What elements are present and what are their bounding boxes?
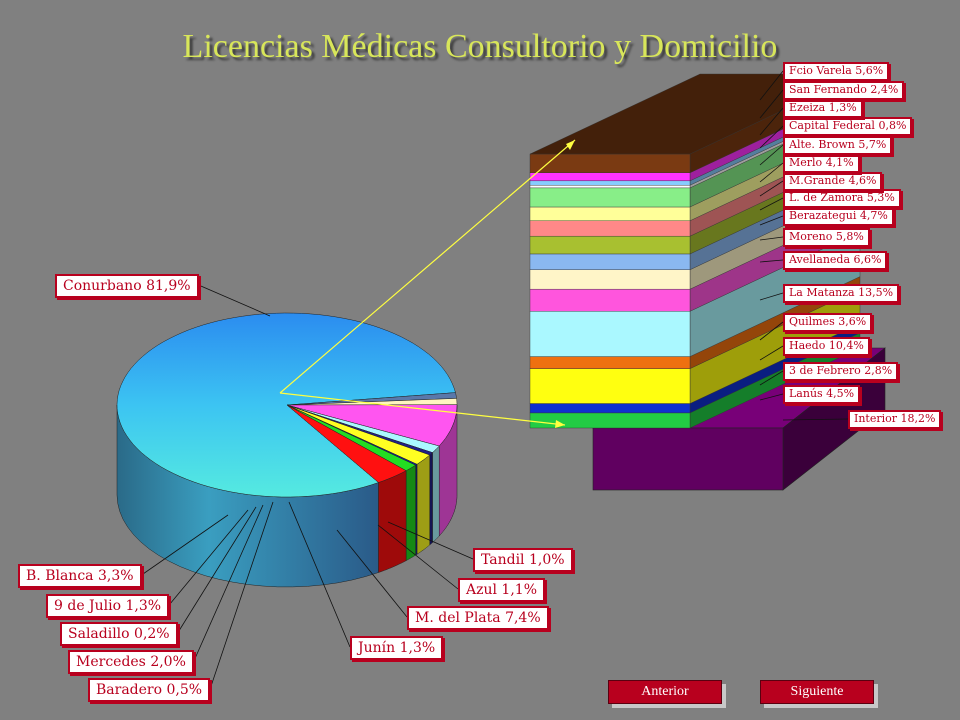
stack-segment-leader-line bbox=[759, 107, 784, 136]
stack-segment-leader-line bbox=[759, 215, 784, 226]
stack-segment-leader-line bbox=[759, 162, 784, 183]
stack-segment bbox=[529, 235, 691, 255]
stack-segment bbox=[529, 356, 691, 369]
pie-slice-leader-line bbox=[209, 501, 274, 690]
stack-segment bbox=[529, 172, 691, 182]
stack-segment-label: Merlo 4,1% bbox=[783, 154, 860, 173]
stack-segment-leader-line bbox=[759, 144, 784, 166]
pie-slice-label: Mercedes 2,0% bbox=[68, 650, 194, 675]
pie-slice-label: B. Blanca 3,3% bbox=[18, 564, 142, 589]
stack-segment-label: Berazategui 4,7% bbox=[783, 207, 894, 226]
stack-segment bbox=[529, 269, 691, 290]
pie-slice-leader-line bbox=[168, 509, 249, 606]
stack-segment-leader-line bbox=[759, 125, 784, 149]
pie-slice-label: Conurbano 81,9% bbox=[55, 274, 199, 299]
connector-line-bottom bbox=[279, 392, 566, 426]
stack-segment bbox=[529, 184, 691, 189]
leader-lines bbox=[141, 70, 849, 690]
stack-segment-label: Haedo 10,4% bbox=[783, 337, 870, 356]
stack-segment bbox=[529, 288, 691, 312]
stack-segment-label: La Matanza 13,5% bbox=[783, 284, 900, 303]
pie-slice-leader-line bbox=[288, 501, 351, 648]
stack-segment bbox=[529, 368, 691, 404]
pie-slice-leader-line bbox=[336, 529, 408, 618]
stack-segment-interior bbox=[592, 427, 784, 491]
pie-slice-label: Saladillo 0,2% bbox=[60, 622, 178, 647]
previous-button[interactable]: Anterior bbox=[608, 680, 722, 704]
pie-slice-leader-line bbox=[193, 504, 264, 662]
pie-slice bbox=[286, 404, 407, 483]
pie-slice-label: M. del Plata 7,4% bbox=[407, 606, 549, 631]
stack-segment bbox=[529, 403, 691, 414]
stack-segment-leader-line bbox=[759, 345, 784, 361]
stack-segment-leader-line bbox=[759, 180, 784, 197]
pie-slice-label: Junín 1,3% bbox=[350, 636, 444, 661]
pie-slice-leader-line bbox=[141, 514, 229, 576]
stack-segment-leader-line bbox=[759, 292, 784, 301]
connector-arrowhead bbox=[555, 420, 565, 428]
pie-slice-leader-line bbox=[198, 284, 271, 317]
connector-arrowhead bbox=[566, 140, 575, 150]
pie-slice bbox=[286, 404, 431, 465]
stack-segment-leader-line bbox=[759, 321, 784, 341]
stack-segment-label: Quilmes 3,6% bbox=[783, 313, 873, 332]
stack-segment-label: L. de Zamora 5,3% bbox=[783, 189, 901, 208]
pie-slice-side bbox=[429, 451, 433, 546]
stack-segment-leader-line bbox=[759, 259, 784, 263]
pie-slice-leader-line bbox=[387, 521, 474, 560]
pie-slice-label: 9 de Julio 1,3% bbox=[46, 594, 170, 619]
next-button[interactable]: Siguiente bbox=[760, 680, 874, 704]
pie-slice bbox=[116, 312, 456, 498]
stack-segment-label: Moreno 5,8% bbox=[783, 228, 870, 247]
pie-slice-label: Azul 1,1% bbox=[458, 578, 545, 603]
stack-segment bbox=[529, 206, 691, 221]
pie-slice bbox=[286, 398, 458, 406]
pie-slice-side bbox=[432, 445, 440, 544]
pie-slice-leader-line bbox=[177, 506, 257, 634]
stack-segment-label: Alte. Brown 5,7% bbox=[783, 136, 893, 155]
stack-segment-leader-line bbox=[759, 197, 784, 211]
stack-segment-label: Avellaneda 6,6% bbox=[783, 251, 888, 270]
pie-slice-label: Tandil 1,0% bbox=[473, 548, 573, 573]
stack-segment-leader-line bbox=[782, 418, 849, 421]
stack-segment bbox=[529, 311, 691, 357]
pie-slice bbox=[286, 404, 458, 447]
stack-segment-leader-line bbox=[759, 370, 784, 386]
stack-segment bbox=[529, 187, 691, 208]
stack-segment-label: M.Grande 4,6% bbox=[783, 172, 883, 191]
stack-segment-label: Interior 18,2% bbox=[848, 410, 942, 429]
stack-segment-leader-line bbox=[759, 70, 784, 101]
stack-segment bbox=[529, 412, 691, 429]
connector-line-top bbox=[279, 139, 576, 394]
pie-slice bbox=[286, 404, 417, 471]
pie-slice bbox=[286, 392, 457, 406]
stack-segment-label: Capital Federal 0,8% bbox=[783, 117, 913, 136]
stack-segment-label: San Fernando 2,4% bbox=[783, 81, 905, 100]
pie-chart bbox=[116, 312, 458, 588]
stack-segment-leader-line bbox=[759, 393, 784, 401]
pie-slice-label: Baradero 0,5% bbox=[88, 678, 211, 703]
stack-segment-label: Ezeiza 1,3% bbox=[783, 99, 863, 118]
stack-segment bbox=[529, 153, 691, 173]
pie-slice-side bbox=[378, 470, 407, 573]
stack-segment-leader-line bbox=[759, 89, 784, 119]
stack-segment-label: Fcio Varela 5,6% bbox=[783, 62, 890, 81]
stack-segment bbox=[529, 220, 691, 237]
pie-slice-leader-line bbox=[377, 524, 459, 590]
stack-segment bbox=[529, 253, 691, 270]
stack-segment-label: Lanús 4,5% bbox=[783, 385, 861, 404]
pie-slice-side bbox=[405, 464, 416, 562]
chart-title: Licencias Médicas Consultorio y Domicili… bbox=[182, 28, 778, 65]
stack-segment-label: 3 de Febrero 2,8% bbox=[783, 362, 899, 381]
stack-segment-leader-line bbox=[759, 236, 784, 241]
stack-segment bbox=[529, 180, 691, 186]
pie-slice bbox=[286, 404, 440, 453]
